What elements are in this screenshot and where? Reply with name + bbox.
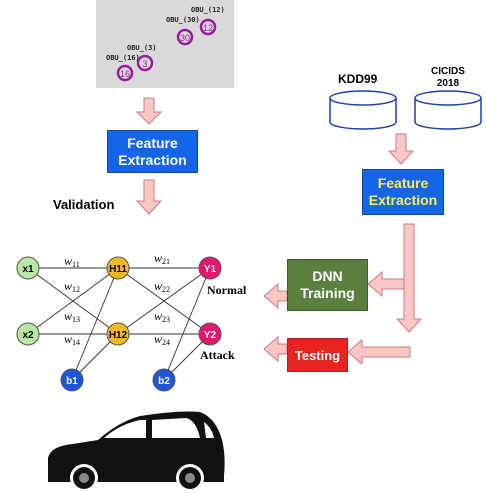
dnn-training-box: DNN Training [287, 259, 368, 311]
arrow-left-to-testing [347, 338, 411, 366]
database-cylinder-icon [329, 90, 397, 130]
weight-w11: w11 [64, 254, 80, 269]
validation-label: Validation [53, 197, 115, 212]
arrow-down-map-to-fe [135, 97, 163, 125]
node-h11 [106, 256, 130, 280]
arrow-down-db-to-fe [387, 133, 415, 165]
testing-box: Testing [287, 338, 348, 372]
node-x2 [16, 322, 40, 346]
node-b2 [152, 368, 176, 392]
node-label-x2: x2 [22, 330, 34, 341]
output-label-attack: Attack [200, 348, 235, 362]
dnn-training-line2: Training [300, 285, 355, 301]
weight-w23: w23 [154, 309, 170, 324]
weight-w22: w22 [154, 279, 170, 294]
car-silhouette-icon [48, 411, 225, 492]
map-panel [96, 0, 234, 88]
weight-w12: w12 [64, 279, 80, 294]
feature-extraction-right: Feature Extraction [362, 169, 444, 215]
output-label-normal: Normal [207, 283, 247, 297]
dnn-training-line1: DNN [312, 268, 343, 284]
node-y2 [198, 322, 222, 346]
feature-extraction-left-line2: Extraction [118, 151, 187, 168]
feature-extraction-right-line1: Feature [377, 175, 429, 191]
arrow-down-fe-to-split [395, 223, 423, 333]
node-label-b2: b2 [158, 376, 170, 387]
node-label-y1: Y1 [204, 264, 217, 275]
dataset-cicids-line2: 2018 [436, 78, 460, 89]
arrow-left-to-dnn [367, 270, 405, 298]
feature-extraction-left-line1: Feature [127, 134, 178, 151]
arrow-down-fe-to-validation [135, 179, 163, 215]
dataset-cicids-line1: CICIDS [431, 66, 465, 77]
network-edges [27, 267, 211, 381]
testing-label: Testing [294, 347, 341, 363]
weight-w13: w13 [64, 309, 80, 324]
feature-extraction-right-line2: Extraction [368, 192, 438, 208]
node-label-h12: H12 [109, 330, 128, 341]
database-cylinder-icon [414, 90, 482, 130]
weight-w21: w21 [154, 251, 170, 266]
weight-w24: w24 [154, 332, 170, 347]
node-h12 [106, 322, 130, 346]
arrow-left-dnn-to-network [263, 282, 288, 310]
dataset-cicids-label: CICIDS 2018 [425, 66, 471, 90]
node-label-h11: H11 [109, 264, 127, 275]
feature-extraction-left: Feature Extraction [107, 130, 198, 173]
node-b1 [60, 368, 84, 392]
weight-w14: w14 [64, 332, 80, 347]
node-label-b1: b1 [66, 376, 78, 387]
node-y1 [198, 256, 222, 280]
node-label-x1: x1 [22, 264, 34, 275]
dataset-kdd99-label: KDD99 [338, 72, 378, 86]
node-x1 [16, 256, 40, 280]
arrow-left-testing-to-network [263, 335, 288, 363]
node-label-y2: Y2 [204, 330, 217, 341]
